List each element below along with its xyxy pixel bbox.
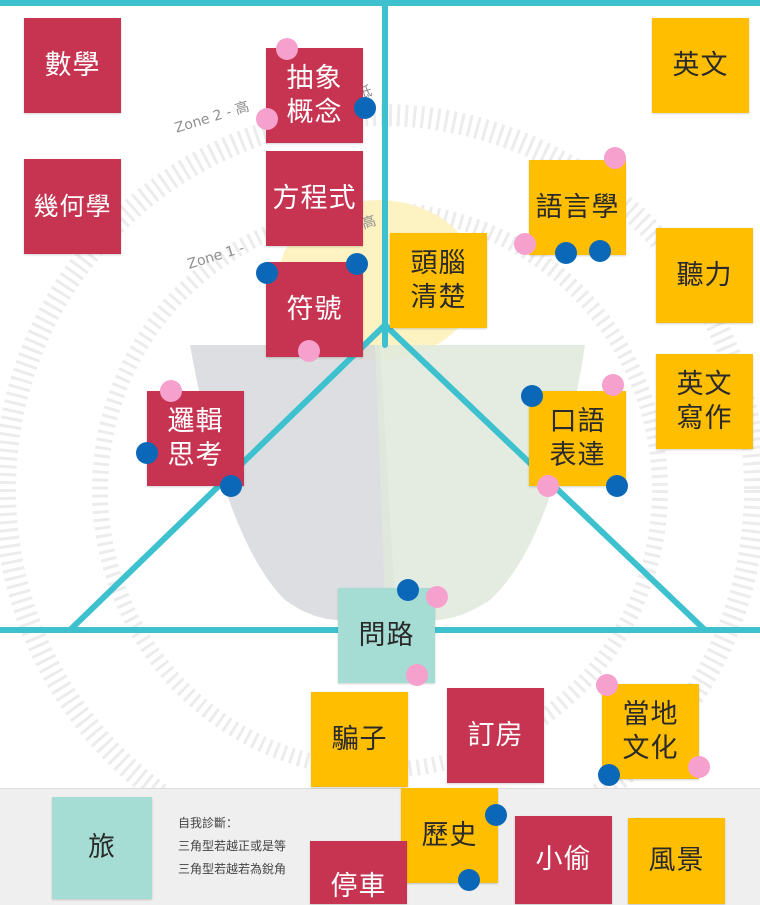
vote-dot-blue[interactable] (555, 242, 577, 264)
sticky-note-travel[interactable]: 旅 (52, 797, 152, 899)
sticky-note-room-booking[interactable]: 訂房 (447, 688, 544, 783)
vote-dot-pink[interactable] (160, 380, 182, 402)
sticky-note-linguistics[interactable]: 語言學 (529, 160, 626, 255)
sticky-note-abstract-concept[interactable]: 抽象 概念 (266, 48, 363, 143)
vote-dot-blue[interactable] (256, 262, 278, 284)
sticky-note-listening[interactable]: 聽力 (656, 228, 753, 323)
vote-dot-pink[interactable] (406, 664, 428, 686)
vote-dot-pink[interactable] (688, 756, 710, 778)
vote-dot-pink[interactable] (276, 38, 298, 60)
vote-dot-pink[interactable] (596, 674, 618, 696)
vote-dot-blue[interactable] (220, 475, 242, 497)
sticky-note-parking[interactable]: 停車 (310, 841, 407, 904)
vote-dot-blue[interactable] (589, 240, 611, 262)
vote-dot-blue[interactable] (354, 97, 376, 119)
vote-dot-blue[interactable] (397, 579, 419, 601)
sticky-note-oral-expression[interactable]: 口語 表達 (529, 391, 626, 486)
vote-dot-blue[interactable] (346, 253, 368, 275)
sticky-note-clear-mind[interactable]: 頭腦 清楚 (390, 233, 487, 328)
sticky-note-scammer[interactable]: 騙子 (311, 692, 408, 787)
self-diagnosis-heading: 自我診斷： (178, 816, 239, 830)
sticky-note-local-culture[interactable]: 當地 文化 (602, 684, 699, 779)
vote-dot-pink[interactable] (604, 147, 626, 169)
sticky-note-geometry[interactable]: 幾何學 (24, 159, 121, 254)
vote-dot-blue[interactable] (606, 475, 628, 497)
vote-dot-pink[interactable] (602, 374, 624, 396)
sticky-note-thief[interactable]: 小偷 (515, 816, 612, 904)
vote-dot-pink[interactable] (256, 108, 278, 130)
vote-dot-pink[interactable] (537, 475, 559, 497)
vote-dot-blue[interactable] (485, 804, 507, 826)
sticky-note-english-writing[interactable]: 英文 寫作 (656, 354, 753, 449)
vote-dot-blue[interactable] (458, 869, 480, 891)
sticky-note-logical-thinking[interactable]: 邏輯 思考 (147, 391, 244, 486)
vote-dot-pink[interactable] (298, 340, 320, 362)
vote-dot-pink[interactable] (426, 586, 448, 608)
sticky-note-math[interactable]: 數學 (24, 18, 121, 113)
sticky-note-ask-directions[interactable]: 問路 (338, 588, 435, 683)
sticky-note-equation[interactable]: 方程式 (266, 151, 363, 246)
vote-dot-pink[interactable] (514, 233, 536, 255)
vote-dot-blue[interactable] (136, 442, 158, 464)
dashed-rings (0, 104, 760, 876)
sticky-note-history[interactable]: 歷史 (401, 788, 498, 883)
sticky-note-english[interactable]: 英文 (652, 18, 749, 113)
vote-dot-blue[interactable] (598, 764, 620, 786)
vote-dot-blue[interactable] (521, 385, 543, 407)
sticky-note-scenery[interactable]: 風景 (628, 818, 725, 904)
